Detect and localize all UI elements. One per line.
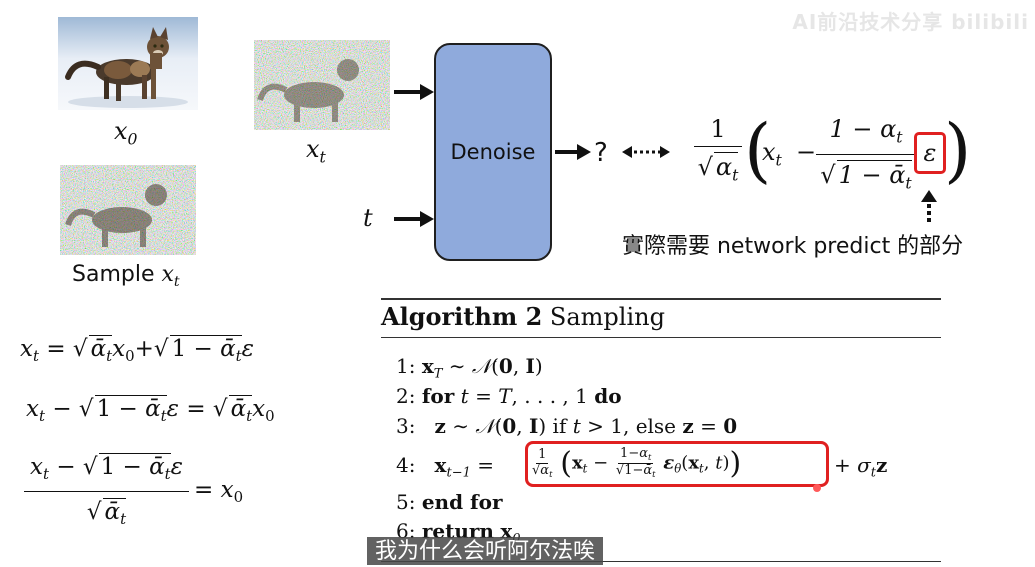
network-predict-note: 實際需要 network predict 的部分 [622, 234, 964, 259]
arrow-t-icon [394, 211, 434, 227]
algorithm-line-1: 1: xT ∼ 𝒩(0, I) [396, 354, 543, 382]
algorithm-line-5: 5: end for [396, 490, 503, 514]
denoise-block: Denoise [434, 43, 552, 261]
algorithm-top-rule [381, 298, 941, 300]
sample-xt-label: Sample xt [72, 262, 180, 290]
algorithm-line-4-tail: + σtz [834, 453, 888, 481]
xt-label: xt [306, 135, 326, 167]
question-mark: ? [594, 138, 608, 168]
noisy-cat-xt [254, 40, 390, 130]
arrow-xt-icon [394, 84, 434, 100]
dotted-double-arrow-icon [622, 146, 670, 158]
video-subtitle: 我为什么会听阿尔法唉 [367, 537, 604, 565]
cursor-dot-icon [813, 484, 821, 492]
cat-image-x0 [58, 17, 198, 110]
denoise-formula: 1 √αt ( xt − 1 − αt √1 − ᾱt ε ) [694, 110, 994, 202]
watermark: AI前沿技术分享 bilibili [792, 10, 1029, 34]
arrow-out-icon [555, 144, 591, 160]
algorithm-line-3: 3: z ∼ 𝒩(0, I) if t > 1, else z = 0 [396, 414, 738, 438]
highlighted-update-box [525, 441, 829, 487]
algorithm-title: Algorithm 2 Sampling [381, 302, 665, 331]
t-label: t [363, 204, 373, 232]
epsilon-box: ε [914, 132, 946, 174]
equation-2: xt − √1 − ᾱtε = √ᾱtx0 [26, 395, 275, 426]
dotted-up-arrow-icon [921, 190, 937, 224]
algorithm-line-2: 2: for t = T, . . . , 1 do [396, 384, 622, 408]
algorithm-line-4: 4: xt−1 = [396, 453, 494, 481]
algorithm-bottom-rule [381, 561, 941, 562]
sample-noisy-cat [60, 165, 196, 255]
x0-label: x0 [114, 117, 138, 149]
update-term: 1√αt (xt − 1−αt√1−ᾱt εθ(xt, t)) [532, 446, 742, 481]
equation-1: xt = √ᾱtx0+√1 − ᾱtε [20, 335, 254, 366]
algorithm-mid-rule [381, 337, 941, 338]
